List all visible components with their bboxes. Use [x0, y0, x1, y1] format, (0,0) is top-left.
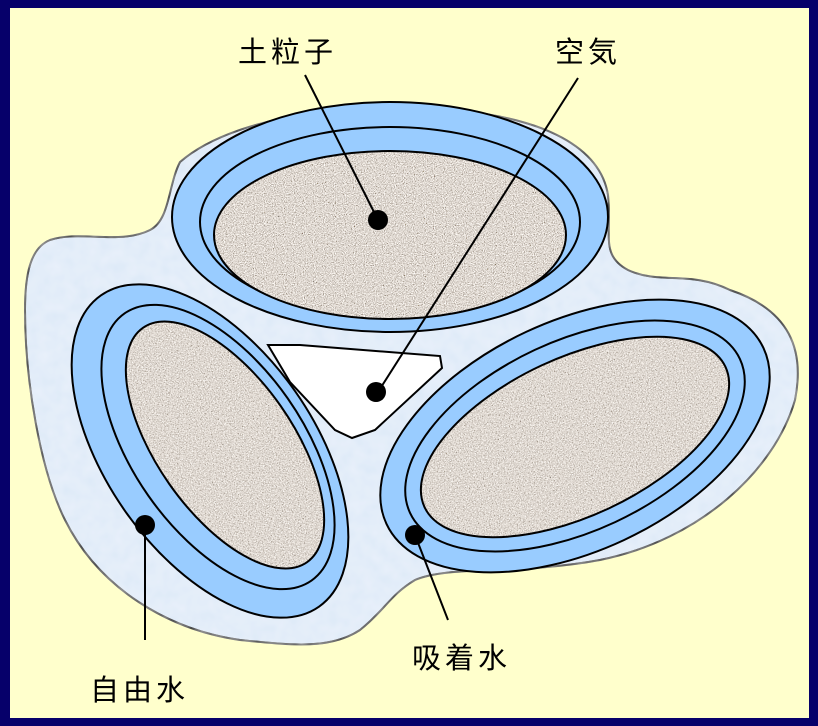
soil-particle-top — [214, 151, 566, 319]
label-air: 空気 — [555, 35, 621, 69]
label-soil-particle: 土粒子 — [238, 35, 337, 69]
marker-dot-adsorbed-water — [405, 525, 425, 545]
marker-dot-free-water — [135, 515, 155, 535]
marker-dot-soil-particle — [368, 210, 388, 230]
label-adsorbed-water: 吸着水 — [412, 641, 511, 675]
marker-dot-air — [366, 382, 386, 402]
label-free-water: 自由水 — [90, 673, 189, 707]
